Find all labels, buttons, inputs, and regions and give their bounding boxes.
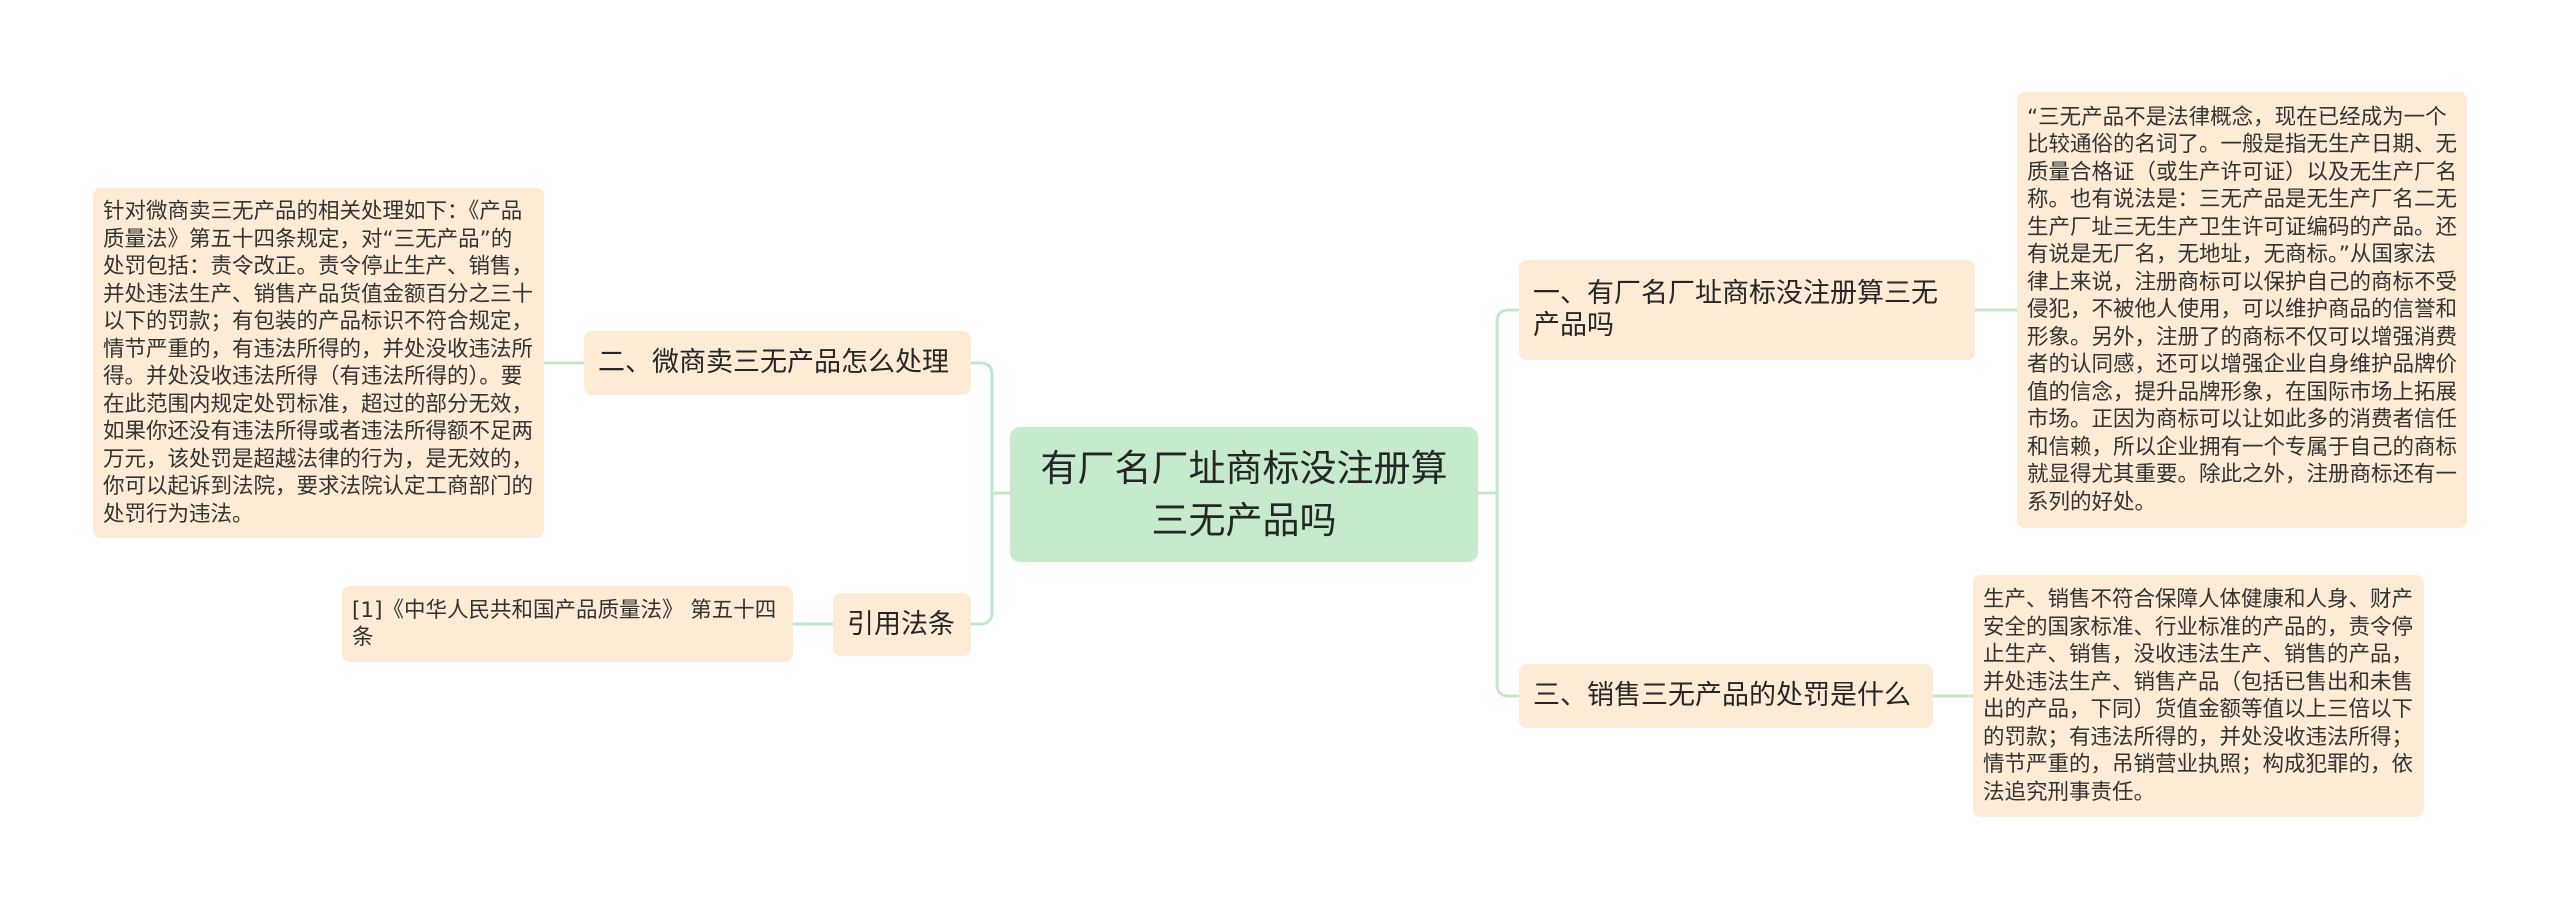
text-line: 形象。另外，注册了的商标不仅可以增强消费: [2027, 324, 2458, 350]
text-line: 情节严重的，有违法所得的，并处没收违法所: [103, 336, 534, 362]
connector-trunk-to-reference-topic: [969, 491, 994, 626]
text-line: 一、有厂名厂址商标没注册算三无: [1533, 278, 1938, 309]
text-line: 系列的好处。: [2027, 489, 2157, 515]
text-line: 有厂名厂址商标没注册算: [1040, 446, 1448, 490]
text-line: 针对微商卖三无产品的相关处理如下：《产品: [103, 199, 523, 224]
text-line: 质量合格证（或生产许可证）以及无生产厂名: [2027, 159, 2458, 185]
text-line: 如果你还没有违法所得或者违法所得额不足两: [103, 419, 534, 444]
text-line: 出的产品，下同）货值金额等值以上三倍以下: [1983, 697, 2414, 722]
connector-trunk-to-topic-1: [1495, 308, 1521, 495]
text-line: 法追究刑事责任。: [1983, 779, 2156, 805]
text-line: 生产厂址三无生产卫生许可证编码的产品。还: [2027, 214, 2458, 240]
text-line: [1]《中华人民共和国产品质量法》 第五十四: [352, 597, 777, 623]
text-line: “三无产品不是法律概念，现在已经成为一个: [2027, 104, 2447, 130]
text-line: 并处违法生产、销售产品（包括已售出和未售: [1983, 669, 2414, 695]
text-line: 质量法》第五十四条规定，对“三无产品”的: [103, 226, 513, 252]
text-line: 安全的国家标准、行业标准的产品的，责令停: [1983, 614, 2414, 640]
text-line: 三无产品吗: [1151, 498, 1337, 542]
text-line: 生产、销售不符合保障人体健康和人身、财产: [1983, 587, 2414, 612]
detail-cited-law-reference[interactable]: [1]《中华人民共和国产品质量法》 第五十四条: [342, 586, 793, 662]
text-line: 侵犯，不被他人使用，可以维护商品的信誉和: [2027, 297, 2458, 323]
topic-wechat-seller-handling[interactable]: 二、微商卖三无产品怎么处理: [584, 331, 971, 395]
topic-trademark-unregistered[interactable]: 一、有厂名厂址商标没注册算三无产品吗: [1519, 260, 1975, 360]
text-line: 以下的罚款；有包装的产品标识不符合规定，: [103, 309, 534, 334]
text-line: 得。并处没收违法所得（有违法所得的）。要: [103, 364, 523, 389]
connector-trunk-to-topic-3: [1495, 491, 1521, 698]
connector-trunk-to-topic-2: [969, 361, 994, 495]
text-line: 有说是无厂名，无地址，无商标。”从国家法: [2027, 242, 2436, 268]
text-line: 称。也有说法是：三无产品是无生产厂名二无: [2027, 187, 2458, 213]
text-line: 你可以起诉到法院，要求法院认定工商部门的: [103, 474, 534, 499]
text-line: 处罚行为违法。: [103, 501, 254, 527]
text-line: 的罚款；有违法所得的，并处没收违法所得；: [1983, 724, 2414, 750]
text-line: 条: [352, 625, 374, 650]
topic-selling-penalty[interactable]: 三、销售三无产品的处罚是什么: [1519, 664, 1933, 728]
text-line: 值的信念，提升品牌形象，在国际市场上拓展: [2027, 379, 2458, 405]
central-topic[interactable]: 有厂名厂址商标没注册算三无产品吗: [1010, 427, 1478, 562]
text-line: 引用法条: [847, 608, 955, 640]
text-line: 产品吗: [1533, 310, 1614, 341]
detail-selling-penalty[interactable]: 生产、销售不符合保障人体健康和人身、财产安全的国家标准、行业标准的产品的，责令停…: [1973, 575, 2424, 817]
text-line: 三、销售三无产品的处罚是什么: [1533, 680, 1911, 711]
text-line: 止生产、销售，没收违法生产、销售的产品，: [1983, 642, 2414, 667]
text-line: 者的认同感，还可以增强企业自身维护品牌价: [2027, 352, 2458, 378]
detail-three-no-products-definition[interactable]: “三无产品不是法律概念，现在已经成为一个比较通俗的名词了。一般是指无生产日期、无…: [2017, 92, 2467, 528]
text-line: 并处违法生产、销售产品货值金额百分之三十: [103, 281, 534, 307]
text-line: 市场。正因为商标可以让如此多的消费者信任: [2027, 407, 2458, 433]
text-line: 和信赖，所以企业拥有一个专属于自己的商标: [2027, 434, 2458, 460]
text-line: 在此范围内规定处罚标准，超过的部分无效，: [103, 391, 534, 417]
text-line: 比较通俗的名词了。一般是指无生产日期、无: [2027, 132, 2458, 158]
text-line: 万元，该处罚是超越法律的行为，是无效的，: [103, 446, 534, 472]
text-line: 情节严重的，吊销营业执照；构成犯罪的，依: [1983, 752, 2414, 777]
text-line: 处罚包括：责令改正。责令停止生产、销售，: [103, 254, 534, 279]
text-line: 就显得尤其重要。除此之外，注册商标还有一: [2027, 462, 2458, 488]
detail-wechat-seller-handling[interactable]: 针对微商卖三无产品的相关处理如下：《产品质量法》第五十四条规定，对“三无产品”的…: [93, 188, 544, 538]
text-line: 律上来说，注册商标可以保护自己的商标不受: [2027, 269, 2458, 295]
text-line: 二、微商卖三无产品怎么处理: [598, 347, 949, 378]
topic-cited-law[interactable]: 引用法条: [833, 593, 971, 656]
